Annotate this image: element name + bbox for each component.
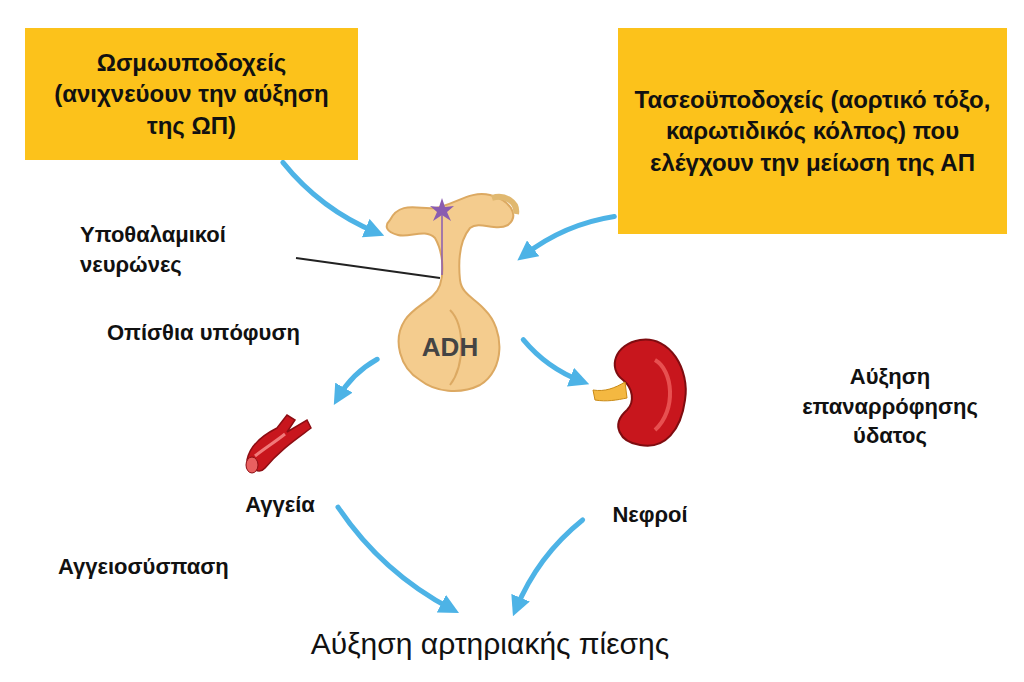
flow-arrow — [523, 340, 581, 382]
vessel-illustration — [225, 390, 335, 480]
flow-arrow — [516, 520, 583, 609]
flow-arrow — [283, 162, 377, 232]
kidney-illustration — [585, 330, 715, 460]
receptor-box: Ωσμωυποδοχείς (ανιχνεύουν την αύξηση της… — [25, 28, 358, 160]
node-text: Αγγεία — [245, 491, 315, 520]
pituitary-gland: ADH — [380, 180, 520, 395]
node-text: Ωσμωυποδοχείς (ανιχνεύουν την αύξηση της… — [41, 47, 342, 141]
annotation-label: Οπίσθια υπόφυση — [107, 318, 367, 348]
node-text: Αύξηση αρτηριακής πίεσης — [311, 624, 670, 663]
flow-arrow — [338, 507, 452, 609]
pit-illustration — [380, 180, 520, 395]
node-text: Νεφροί — [612, 501, 687, 530]
annotation-label: Αύξηση επαναρρόφησης ύδατος — [800, 362, 980, 451]
flow-arrow — [524, 217, 615, 256]
node-text: Τασεοϋποδοχείς (αορτικό τόξο, καρωτιδικό… — [634, 84, 991, 178]
annotation-label: Υποθαλαμικοί νευρώνες — [80, 220, 300, 279]
result-text: Αύξηση αρτηριακής πίεσης — [240, 612, 740, 675]
kidney: Νεφροί — [585, 330, 715, 530]
blood-vessel: Αγγεία — [225, 390, 335, 520]
flow-arrow — [338, 359, 377, 398]
receptor-box: Τασεοϋποδοχείς (αορτικό τόξο, καρωτιδικό… — [618, 28, 1007, 234]
leader-line — [296, 258, 440, 278]
annotation-label: Αγγειοσύσπαση — [58, 552, 298, 582]
node-text: ADH — [422, 331, 478, 365]
